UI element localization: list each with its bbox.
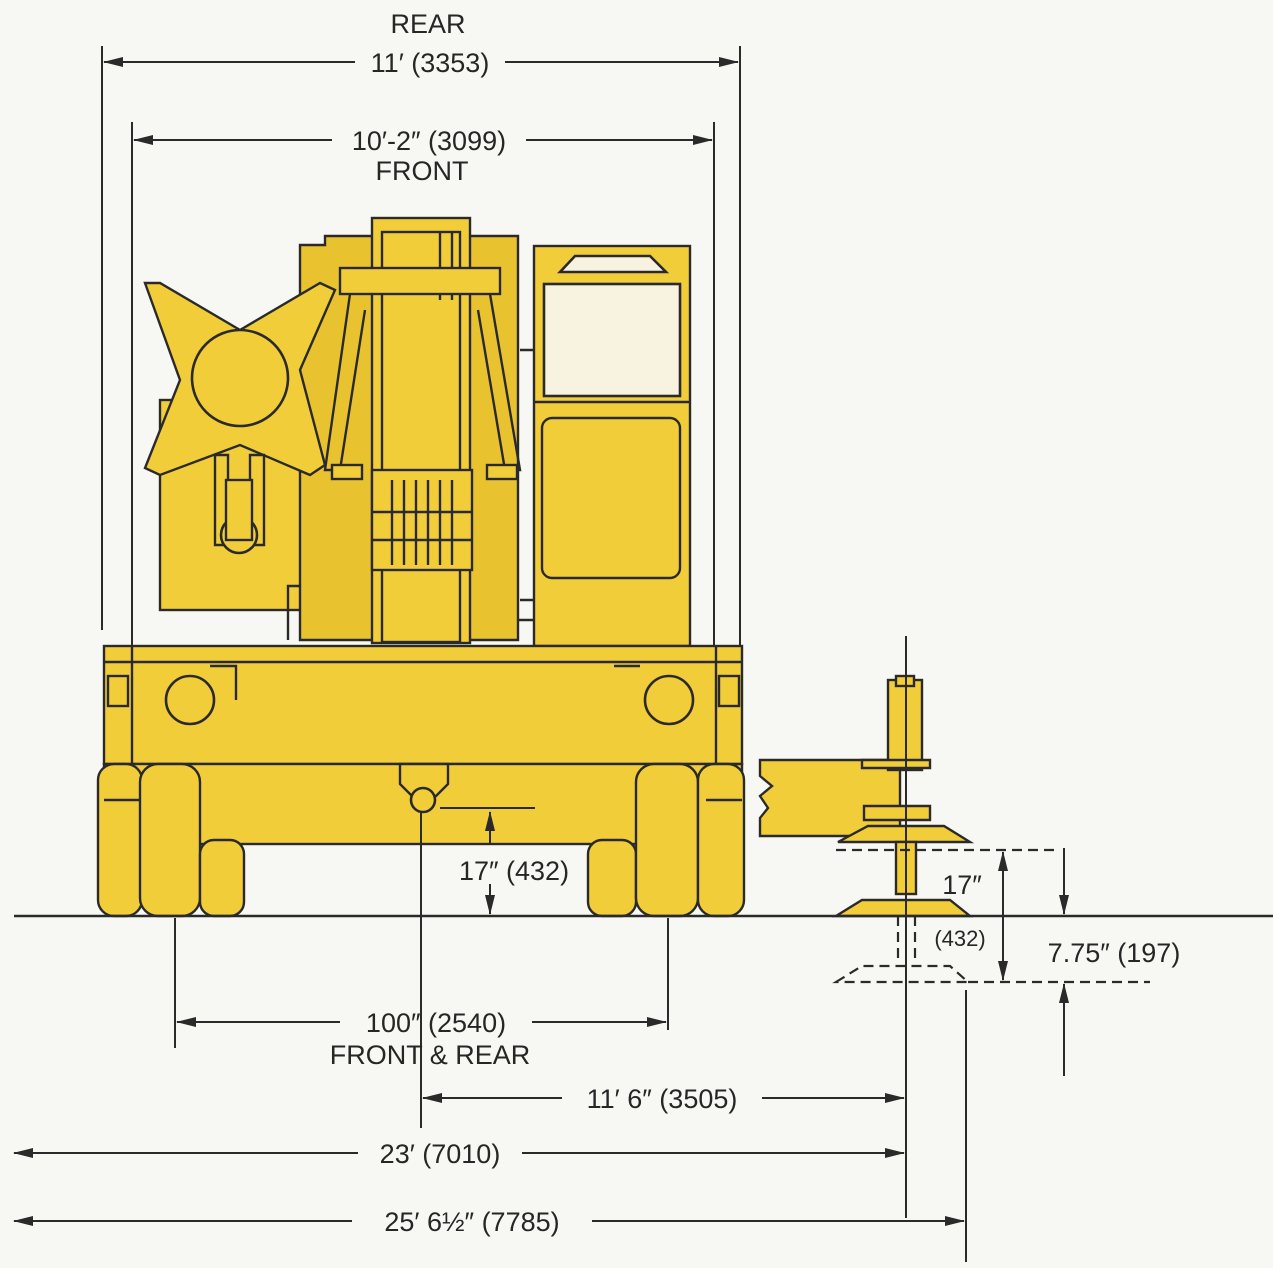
wheel-track-label: 100″ (2540) [366, 1008, 506, 1038]
ground-clearance-dimension: 17″ (432) [440, 807, 569, 915]
rear-width-label: 11′ (3353) [371, 48, 490, 78]
outrigger-spread-half-label: 11′ 6″ (3505) [587, 1084, 738, 1114]
front-width-label: 10′-2″ (3099) [352, 126, 506, 156]
outrigger-spread-center-label: 23′ (7010) [380, 1139, 501, 1169]
outrigger-spread-max-label: 25′ 6½″ (7785) [384, 1207, 559, 1237]
wheel-track-dimension: 100″ (2540) FRONT & REAR [174, 918, 669, 1070]
outrigger-travel-label: 17″ [942, 870, 982, 900]
hook-block [213, 453, 266, 555]
outrigger-travel-dimension: 17″ (432) [905, 636, 1008, 1218]
outrigger-travel-mm-label: (432) [934, 926, 985, 951]
outrigger-spread-max-dimension: 25′ 6½″ (7785) [13, 990, 967, 1262]
front-width-dimension: 10′-2″ (3099) FRONT [131, 122, 715, 646]
wheel-track-note: FRONT & REAR [330, 1040, 531, 1070]
rear-width-dimension: REAR 11′ (3353) [101, 9, 741, 646]
front-title: FRONT [376, 156, 469, 186]
outrigger [758, 674, 1150, 984]
outrigger-spread-half-dimension: 11′ 6″ (3505) [422, 1084, 905, 1114]
crane-carrier [96, 644, 746, 918]
outrigger-below-ground-label: 7.75″ (197) [1048, 938, 1181, 968]
rear-title: REAR [390, 9, 465, 39]
crane-upper-structure [143, 216, 692, 648]
tires [96, 762, 746, 918]
ground-clearance-label: 17″ (432) [459, 856, 569, 886]
outrigger-below-ground-dimension: 7.75″ (197) [1048, 848, 1181, 1076]
outrigger-spread-center-dimension: 23′ (7010) [13, 1139, 905, 1169]
hoist-drum-ribs [372, 480, 472, 565]
